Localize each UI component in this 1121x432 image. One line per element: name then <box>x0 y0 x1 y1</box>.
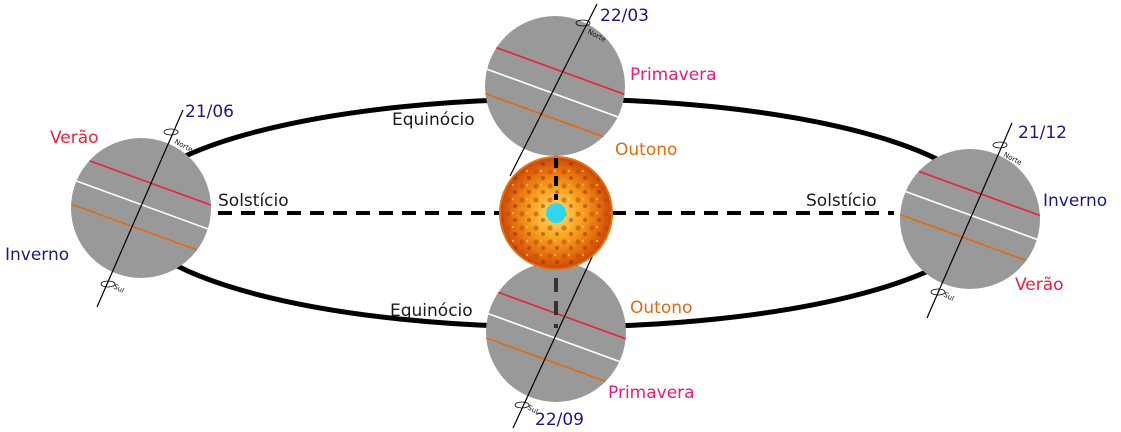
sun <box>499 156 613 270</box>
season-label-spring: Primavera <box>630 65 717 85</box>
event-label-solstice: Solstício <box>806 191 877 211</box>
south-pole-label: Sul <box>942 291 955 303</box>
season-label-autumn: Outono <box>615 140 677 160</box>
sun-core <box>546 203 566 223</box>
south-pole-label: Sul <box>112 283 125 295</box>
season-label-winter: Inverno <box>1043 191 1107 211</box>
season-label-autumn: Outono <box>630 298 692 318</box>
season-label-summer: Verão <box>50 128 99 148</box>
planet-march: Norte <box>485 3 625 177</box>
date-june: 21/06 <box>185 102 234 122</box>
season-label-summer: Verão <box>1015 275 1064 295</box>
season-label-spring: Primavera <box>608 383 695 403</box>
planet-december: Norte Sul <box>900 122 1040 319</box>
date-march: 22/03 <box>600 6 649 26</box>
date-december: 21/12 <box>1018 123 1067 143</box>
event-label-solstice: Solstício <box>218 191 289 211</box>
event-label-equinox: Equinócio <box>392 110 475 130</box>
event-label-equinox: Equinócio <box>390 301 473 321</box>
season-label-winter: Inverno <box>5 245 69 265</box>
date-september: 22/09 <box>535 410 584 430</box>
